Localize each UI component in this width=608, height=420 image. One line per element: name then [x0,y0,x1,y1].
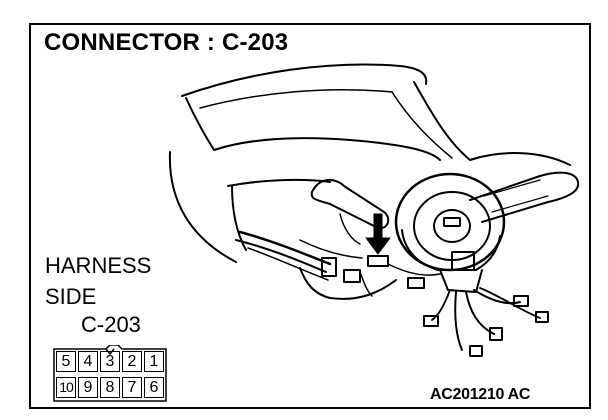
clock-spring-key [443,217,461,227]
column-cover-outline [213,137,441,161]
column-cover-outline [391,91,453,159]
connector-pinout: 5 4 3 2 1 10 9 8 7 6 [52,345,170,403]
pin-7: 7 [122,377,142,398]
harness-connector-id: C-203 [81,312,141,337]
pin-6: 6 [144,377,164,398]
pin-5: 5 [56,351,76,372]
connector-key [105,348,115,356]
switch-lead [454,291,463,351]
pin-9: 9 [78,377,98,398]
column-cover-outline [413,81,571,166]
lead-connector [423,315,439,327]
wire-harness [235,239,327,273]
connector-housing-outline [53,345,167,402]
column-cover-outline [185,97,215,151]
pin-10: 10 [56,377,76,398]
column-cover-outline [181,63,428,97]
wire-harness [299,267,397,300]
harness-side-label: HARNESS [45,253,152,278]
connector-housing [53,345,167,402]
target-connector-c203 [367,255,389,267]
column-cover-outline [199,88,393,109]
column-cover-outline [299,239,363,259]
column-cover-outline [227,178,331,187]
figure-code: AC201210 AC [430,386,531,403]
switch-lead [479,287,541,319]
wire-harness [359,271,373,297]
pin-4: 4 [78,351,98,372]
wire-harness [247,247,329,281]
column-cover-outline [168,151,237,263]
switch-lead [473,289,521,305]
diagram-title: CONNECTOR : C-203 [44,29,289,56]
clock-spring-outer [394,172,506,272]
lead-connector [535,311,549,323]
switch-connector-block [451,251,475,271]
column-switch-body [439,269,483,293]
column-cover-outline [231,185,247,251]
left-stalk-lever [339,213,361,245]
location-arrow [365,213,391,255]
clock-spring-hub [433,209,471,243]
harness-connector [407,277,425,289]
pin-8: 8 [100,377,120,398]
lead-connector [489,327,503,341]
lead-connector [469,345,483,357]
pin-3: 3 [100,351,120,372]
switch-lead [431,289,451,321]
pin-row-top: 5 4 3 2 1 [56,351,166,372]
pin-2: 2 [122,351,142,372]
harness-connector [321,257,337,277]
harness-side-label: SIDE [45,284,97,309]
diagram-frame [29,23,591,409]
right-stalk-lever [469,171,580,223]
pin-1: 1 [144,351,164,372]
pin-row-bottom: 10 9 8 7 6 [56,377,166,398]
wire-harness [387,263,441,276]
lead-connector [513,295,529,307]
harness-connector [343,269,361,283]
left-stalk-lever [310,179,390,230]
